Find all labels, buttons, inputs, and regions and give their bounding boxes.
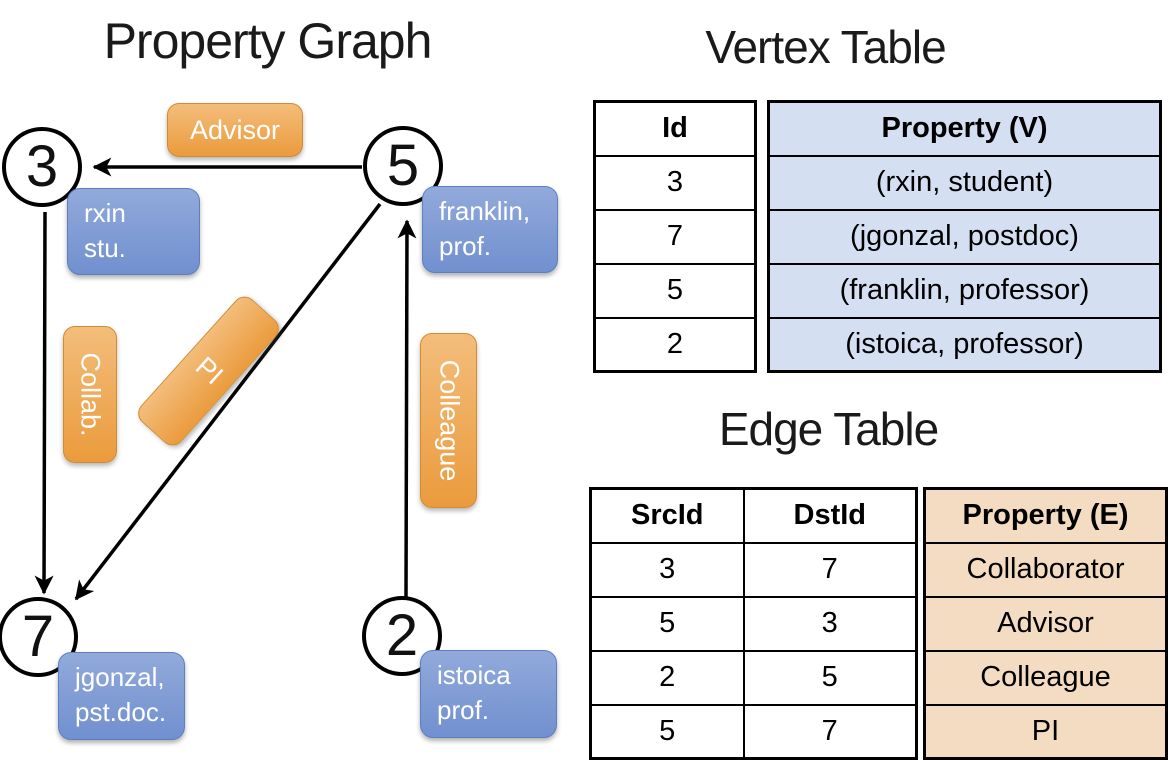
edge-table-property-column: Property (E) Collaborator Advisor Collea…: [923, 487, 1168, 760]
vertex-table-header-property: Property (V): [767, 100, 1162, 157]
edge-table-cell-property-1: Advisor: [923, 595, 1168, 652]
arrow-5-to-7: [74, 202, 382, 601]
edge-table-cell-srcid-1: 5: [589, 595, 745, 652]
vertex-table-cell-property-1: (jgonzal, postdoc): [767, 208, 1162, 265]
arrow-3-to-7: [34, 211, 54, 595]
vertex-table-cell-id-0: 3: [593, 154, 757, 211]
node-2-id: 2: [385, 603, 419, 668]
edge-table-header-srcid: SrcId: [589, 487, 745, 544]
edge-table-cell-srcid-2: 2: [589, 649, 745, 706]
edge-table-title: Edge Table: [718, 403, 939, 455]
node-5-property-box: franklin, prof.: [422, 186, 558, 273]
edge-label-advisor-text: Advisor: [189, 114, 281, 145]
node-5-circle: 5: [363, 126, 443, 206]
node-3-property-line2: stu.: [84, 233, 126, 263]
node-5-property-line1: franklin,: [439, 196, 531, 226]
node-2-property-box: istoica prof.: [420, 650, 557, 738]
node-2-property-line1: istoica: [437, 660, 511, 690]
node-3-property-box: rxin stu.: [67, 188, 200, 275]
node-7-property-line1: jgonzal,: [75, 662, 165, 692]
vertex-table-cell-property-0: (rxin, student): [767, 154, 1162, 211]
vertex-table-header-id: Id: [593, 100, 757, 157]
arrow-2-to-5: [397, 219, 417, 598]
edge-table-cell-srcid-3: 5: [589, 703, 745, 760]
node-7-id: 7: [21, 604, 55, 669]
vertex-table-cell-property-2: (franklin, professor): [767, 262, 1162, 319]
edge-table-cell-property-0: Collaborator: [923, 541, 1168, 598]
edge-label-advisor: Advisor: [167, 103, 303, 157]
edge-table-src-dst-columns: SrcId DstId 3 7 5 3 2 5 5 7: [589, 487, 918, 760]
edge-table-cell-dstid-0: 7: [742, 541, 918, 598]
edge-table-cell-property-2: Colleague: [923, 649, 1168, 706]
edge-label-colleague-text: Colleague: [434, 359, 464, 482]
vertex-table-title: Vertex Table: [705, 21, 946, 73]
node-7-property-box: jgonzal, pst.doc.: [58, 652, 185, 740]
node-2-property-line2: prof.: [437, 695, 490, 725]
graph-edges-svg: [34, 157, 417, 601]
edge-table-cell-srcid-0: 3: [589, 541, 745, 598]
edge-label-pi-text: PI: [189, 350, 229, 391]
property-graph-title: Property Graph: [103, 13, 433, 69]
node-5-property-line2: prof.: [439, 231, 492, 261]
vertex-table-cell-id-1: 7: [593, 208, 757, 265]
edge-table-header-property: Property (E): [923, 487, 1168, 544]
vertex-table-cell-id-3: 2: [593, 316, 757, 373]
vertex-table-property-column: Property (V) (rxin, student) (jgonzal, p…: [767, 100, 1162, 373]
edge-table-cell-property-3: PI: [923, 703, 1168, 760]
edge-table-cell-dstid-3: 7: [742, 703, 918, 760]
edge-table-cell-dstid-2: 5: [742, 649, 918, 706]
node-3-id: 3: [25, 134, 59, 199]
edge-label-collab: Collab.: [63, 326, 117, 463]
edge-label-colleague: Colleague: [420, 333, 477, 508]
vertex-table-cell-id-2: 5: [593, 262, 757, 319]
node-7-property-line2: pst.doc.: [75, 697, 167, 727]
node-3-property-line1: rxin: [84, 198, 126, 228]
edge-label-collab-text: Collab.: [75, 352, 106, 437]
vertex-table-id-column: Id 3 7 5 2: [593, 100, 757, 373]
vertex-table-cell-property-3: (istoica, professor): [767, 316, 1162, 373]
edge-table-header-dstid: DstId: [742, 487, 918, 544]
node-2-circle: 2: [362, 596, 442, 676]
node-5-id: 5: [386, 133, 420, 198]
edge-table-cell-dstid-1: 3: [742, 595, 918, 652]
